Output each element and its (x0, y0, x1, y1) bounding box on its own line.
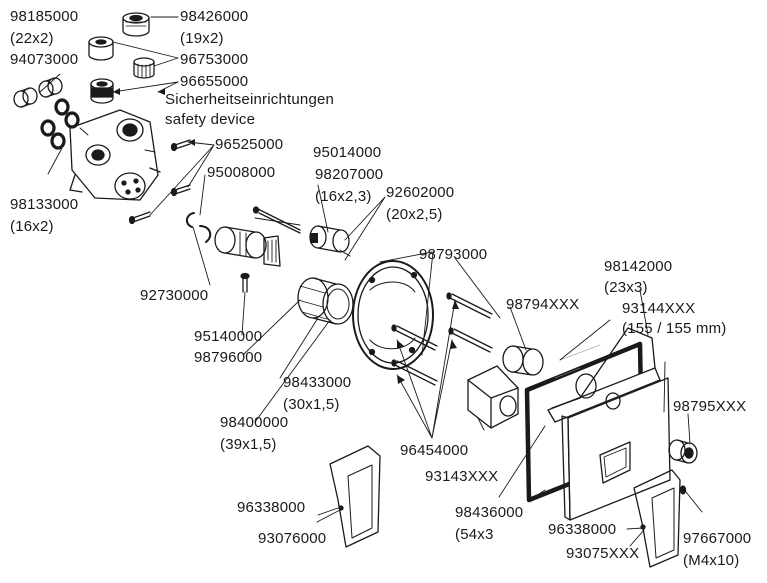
part-number-97667000: 97667000 (683, 530, 752, 547)
part-number-96338000-right: 96338000 (548, 521, 617, 538)
check-valve-98426000 (122, 12, 150, 37)
diverter-assembly (309, 225, 351, 257)
size-30x1-5: (30x1,5) (283, 396, 340, 413)
part-number-98793000: 98793000 (419, 246, 488, 263)
part-number-96454000: 96454000 (400, 442, 469, 459)
size-20x2-5: (20x2,5) (386, 206, 443, 223)
size-22x2: (22x2) (10, 30, 54, 47)
part-number-98795xxx: 98795XXX (673, 398, 747, 415)
part-number-95140000: 95140000 (194, 328, 263, 345)
part-number-98142000: 98142000 (604, 258, 673, 275)
valve-body (69, 109, 161, 201)
part-number-96655000: 96655000 (180, 73, 249, 90)
part-number-96525000: 96525000 (215, 136, 284, 153)
check-valve-98185000 (88, 36, 114, 61)
leader-lines (39, 16, 703, 547)
part-number-94073000: 94073000 (10, 51, 79, 68)
size-54x3: (54x3 (455, 526, 494, 543)
part-number-98426000: 98426000 (180, 8, 249, 25)
size-16x2: (16x2) (10, 218, 54, 235)
cover-plate-93144xxx (547, 327, 671, 521)
part-number-98433000: 98433000 (283, 374, 352, 391)
grub-screw-97667000 (679, 485, 687, 495)
part-number-93075xxx: 93075XXX (566, 545, 640, 562)
part-number-92602000: 92602000 (386, 184, 455, 201)
sleeves-94073000 (13, 77, 63, 108)
safety-device-english: safety device (165, 111, 256, 128)
part-number-98794xxx: 98794XXX (506, 296, 580, 313)
size-16x2-3: (16x2,3) (315, 188, 372, 205)
knob-98795xxx (668, 439, 698, 464)
part-number-98400000: 98400000 (220, 414, 289, 431)
spindle-95014000 (252, 206, 301, 234)
part-number-98133000: 98133000 (10, 196, 79, 213)
cartridge-95008000 (214, 226, 281, 267)
part-number-93144xxx: 93144XXX (622, 300, 696, 317)
screws-96525000 (128, 139, 191, 225)
part-number-92730000: 92730000 (140, 287, 209, 304)
sleeve-98794xxx (502, 345, 544, 376)
flange-plate-98793000 (352, 260, 434, 370)
o-rings-98133000 (40, 98, 80, 150)
safety-device-german: Sicherheitseinrichtungen (165, 91, 335, 108)
size-m4x10: (M4x10) (683, 552, 740, 569)
handle-93075xxx (633, 469, 681, 568)
part-number-98796000: 98796000 (194, 349, 263, 366)
long-screws-96454000 (391, 292, 493, 386)
square-sleeve-93143xxx (467, 365, 519, 429)
part-number-98185000: 98185000 (10, 8, 79, 25)
part-number-96753000: 96753000 (180, 51, 249, 68)
part-number-96338000-left: 96338000 (237, 499, 306, 516)
part-number-95014000: 95014000 (313, 144, 382, 161)
part-number-98207000: 98207000 (315, 166, 384, 183)
leader-arrows (113, 88, 459, 384)
safety-device-96655000 (90, 78, 114, 104)
size-19x2: (19x2) (180, 30, 224, 47)
part-number-95008000: 95008000 (207, 164, 276, 181)
size-23x3: (23x3) (604, 279, 648, 296)
screw-95140000 (240, 272, 250, 293)
screen-filter-96753000 (133, 57, 155, 79)
size-39x1-5: (39x1,5) (220, 436, 277, 453)
size-155-155-mm: (155 / 155 mm) (622, 320, 727, 337)
extension-sleeve (297, 277, 354, 325)
handle-93076000 (329, 445, 381, 548)
clip-92730000 (186, 212, 212, 243)
part-number-93143xxx: 93143XXX (425, 468, 499, 485)
part-number-93076000: 93076000 (258, 530, 327, 547)
part-number-98436000: 98436000 (455, 504, 524, 521)
